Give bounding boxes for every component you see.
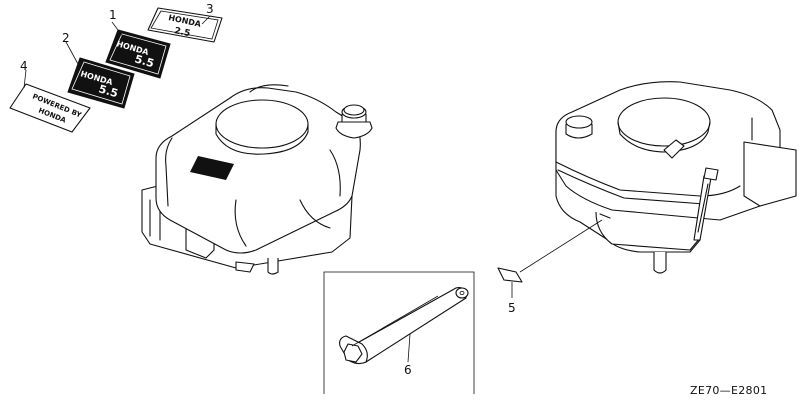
engine-right (555, 81, 797, 274)
leader-1 (111, 21, 125, 39)
callout-3: 3 (206, 2, 214, 16)
callout-6: 6 (404, 363, 412, 377)
leader-plate (519, 219, 603, 273)
honda-decal-3: HONDA 2.5 (147, 7, 223, 43)
leader-4 (23, 69, 27, 89)
callout-1: 1 (109, 8, 117, 22)
decal-2-value: 5.5 (97, 82, 119, 100)
honda-decal-2: HONDA 5.5 (67, 57, 135, 109)
diagram-code: ZE70—E2801 (690, 384, 767, 397)
decal-1-value: 5.5 (133, 52, 155, 70)
callout-2: 2 (62, 31, 70, 45)
leader-3 (201, 15, 211, 25)
callout-5: 5 (508, 301, 516, 315)
decal-3-value: 2.5 (173, 26, 191, 39)
engine-left (141, 84, 373, 275)
callout-4: 4 (20, 59, 28, 73)
label-position-patch (190, 156, 234, 180)
leader-2 (65, 41, 79, 65)
label-plate-5 (497, 219, 603, 298)
honda-decal-1: HONDA 5.5 (105, 29, 171, 79)
leader-6 (407, 333, 411, 363)
tool-box (323, 271, 475, 394)
